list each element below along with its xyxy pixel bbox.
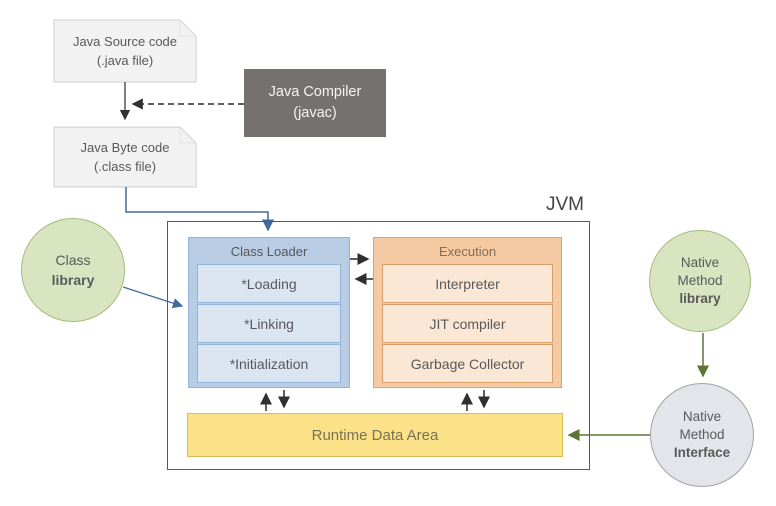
native-interface-line3: Interface — [673, 445, 731, 460]
execution-title: Execution — [438, 243, 497, 259]
runtime-data-area: Runtime Data Area — [187, 413, 563, 457]
class-loader-title: Class Loader — [230, 243, 308, 259]
native-interface-line2: Method — [679, 427, 725, 442]
class-loader-item-loading: *Loading — [197, 264, 341, 303]
compiler-line2: (javac) — [293, 105, 337, 121]
runtime-data-area-label: Runtime Data Area — [311, 426, 439, 444]
java-byte-line2: (.class file) — [93, 159, 157, 174]
java-compiler-box: Java Compiler (javac) — [244, 69, 386, 137]
class-library-line2: library — [51, 272, 95, 288]
execution-group: Execution Interpreter JIT compiler Garba… — [373, 237, 562, 388]
native-library-line2: Method — [677, 273, 723, 288]
execution-item-garbage-collector: Garbage Collector — [382, 344, 553, 383]
native-method-library-circle: Native Method library — [649, 230, 751, 332]
execution-item-interpreter: Interpreter — [382, 264, 553, 303]
class-loader-item-initialization: *Initialization — [197, 344, 341, 383]
java-source-line2: (.java file) — [96, 53, 154, 68]
class-library-circle: Class library — [21, 218, 125, 322]
native-library-line3: library — [679, 291, 721, 306]
java-byte-line1: Java Byte code — [80, 140, 170, 155]
class-loader-item-linking: *Linking — [197, 304, 341, 343]
compiler-line1: Java Compiler — [268, 84, 362, 100]
java-source-line1: Java Source code — [72, 34, 178, 49]
native-interface-line1: Native — [682, 409, 722, 424]
java-byte-file: Java Byte code (.class file) — [54, 127, 196, 187]
jvm-container-box — [167, 221, 590, 470]
native-method-interface-circle: Native Method Interface — [650, 383, 754, 487]
jvm-title: JVM — [546, 194, 584, 215]
execution-item-jit-compiler: JIT compiler — [382, 304, 553, 343]
native-library-line1: Native — [680, 255, 720, 270]
java-source-file: Java Source code (.java file) — [54, 20, 196, 82]
class-library-line1: Class — [55, 252, 91, 268]
class-loader-group: Class Loader *Loading *Linking *Initiali… — [188, 237, 350, 388]
